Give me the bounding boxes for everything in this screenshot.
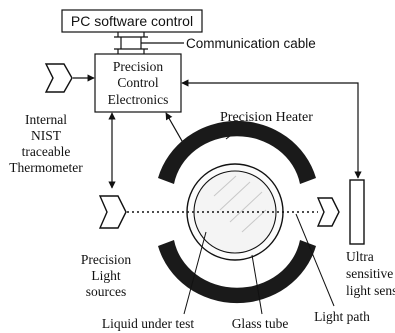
electronics-to-sensor-line: [181, 79, 362, 179]
sensor-line2: sensitive: [346, 266, 393, 281]
glass-tube-label: Glass tube: [232, 316, 289, 331]
control-electronics-box: [94, 53, 182, 113]
thermometer-line3: traceable: [22, 144, 71, 159]
communication-cable-label: Communication cable: [186, 36, 316, 51]
liquid-pointer-line: [183, 231, 207, 315]
pc-software-box: [61, 9, 203, 33]
light-path-label: Light path: [314, 309, 370, 324]
control-electronics-line1: Precision: [113, 59, 163, 74]
thermometer-line1: Internal: [25, 112, 67, 127]
light-path-pointer-line: [295, 213, 335, 307]
heater-bottom-arc: [158, 240, 316, 304]
pc-software-label: PC software control: [71, 13, 193, 29]
light-source-line1: Precision: [81, 252, 131, 267]
sensor-chevron-icon: [316, 197, 340, 227]
thermometer-chevron-icon: [44, 63, 73, 93]
thermometer-line2: NIST: [31, 128, 62, 143]
sensor-line3: light sensor: [346, 283, 395, 298]
light-source-line2: Light: [91, 268, 120, 283]
glass-tube-pointer-line: [251, 254, 263, 315]
heater-top-arc: [158, 120, 316, 184]
control-electronics-line3: Electronics: [108, 92, 169, 107]
light-source-line3: sources: [86, 284, 127, 299]
thermometer-line4: Thermometer: [9, 160, 83, 175]
control-electronics-line2: Control: [117, 75, 159, 90]
liquid-label: Liquid under test: [102, 316, 194, 331]
communication-cable: [114, 32, 184, 54]
liquid-hatch: [213, 175, 267, 233]
light-source-chevron-icon: [98, 195, 127, 229]
light-sensor-bar: [349, 179, 365, 245]
sensor-line1: Ultra: [346, 249, 374, 264]
